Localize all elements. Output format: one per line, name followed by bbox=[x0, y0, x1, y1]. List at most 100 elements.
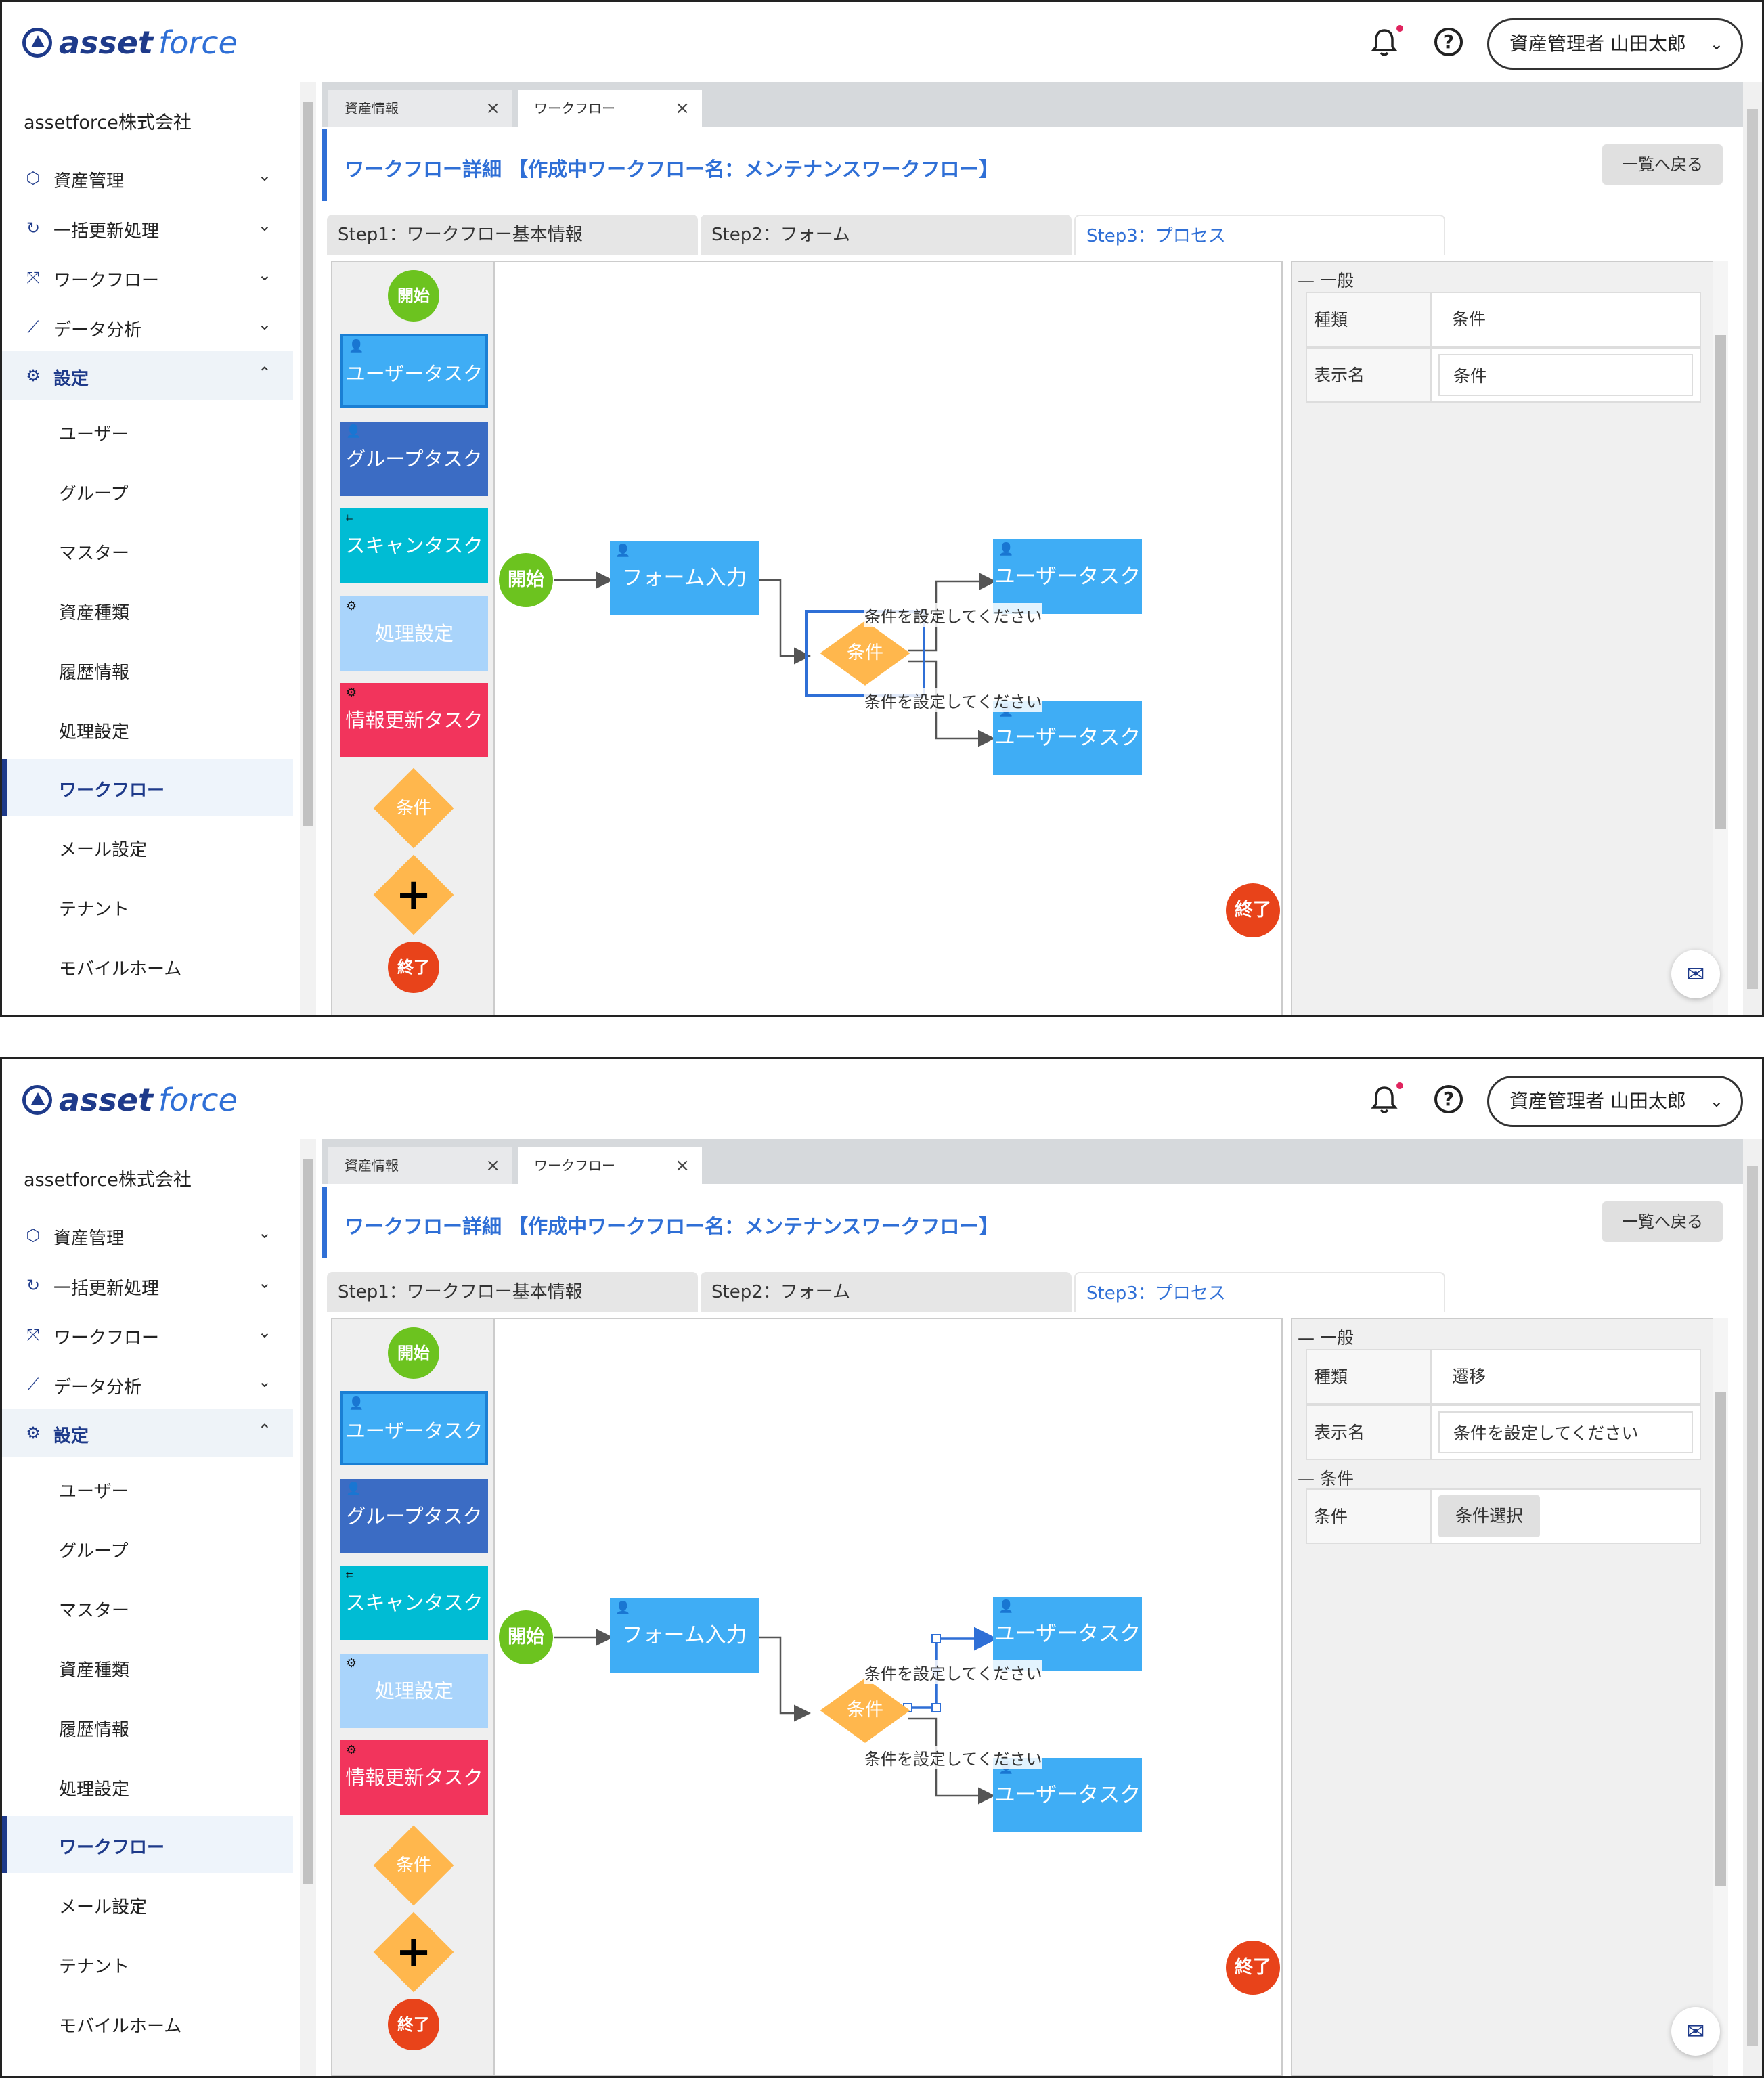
help-icon[interactable]: ? bbox=[1434, 1085, 1463, 1113]
sidebar-item-users[interactable]: ユーザー bbox=[2, 1460, 293, 1517]
tab-step3[interactable]: Step3：プロセス bbox=[1074, 215, 1445, 255]
help-icon[interactable]: ? bbox=[1434, 28, 1463, 56]
sidebar-item-process-settings[interactable]: 処理設定 bbox=[2, 701, 293, 757]
scrollbar-thumb[interactable] bbox=[303, 1159, 313, 1884]
flow-user-task-bottom[interactable]: 👤ユーザータスク bbox=[993, 1758, 1142, 1832]
palette-info-update-task[interactable]: ⚙情報更新タスク bbox=[340, 683, 488, 757]
scrollbar-thumb[interactable] bbox=[303, 102, 313, 826]
properties-scrollbar[interactable] bbox=[1713, 1318, 1728, 2076]
sidebar-item-mobile-home[interactable]: モバイルホーム bbox=[2, 937, 293, 994]
sidebar-scrollbar[interactable] bbox=[300, 82, 316, 1015]
flow-start-node[interactable]: 開始 bbox=[499, 553, 553, 607]
chat-icon[interactable]: ✉ bbox=[1671, 2007, 1720, 2056]
sidebar-item-tenant[interactable]: テナント bbox=[2, 1935, 293, 1992]
sidebar-group-data-analysis[interactable]: ⟋データ分析⌄ bbox=[2, 303, 293, 351]
sidebar-item-workflow[interactable]: ワークフロー bbox=[2, 1816, 293, 1873]
workflow-canvas[interactable]: 開始 👤フォーム入力 条件 👤ユーザータスク 👤ユーザータスク 条件を設定してく… bbox=[495, 262, 1283, 1015]
sidebar-item-tenant[interactable]: テナント bbox=[2, 878, 293, 935]
palette-start[interactable]: 開始 bbox=[388, 1327, 439, 1379]
edge-label-bottom[interactable]: 条件を設定してください bbox=[864, 1746, 1042, 1769]
sidebar-group-settings[interactable]: ⚙設定⌃ bbox=[2, 1409, 293, 1457]
sidebar-item-groups[interactable]: グループ bbox=[2, 1520, 293, 1576]
flow-end-node[interactable]: 終了 bbox=[1226, 1941, 1280, 1995]
palette-scan-task[interactable]: ⌗スキャンタスク bbox=[340, 508, 488, 583]
tab-step2[interactable]: Step2：フォーム bbox=[701, 1272, 1072, 1312]
edge-label-bottom[interactable]: 条件を設定してください bbox=[864, 688, 1042, 712]
palette-process-setting[interactable]: ⚙処理設定 bbox=[340, 596, 488, 671]
tab-step1[interactable]: Step1：ワークフロー基本情報 bbox=[327, 1272, 698, 1312]
palette-condition[interactable]: 条件 bbox=[366, 1825, 461, 1906]
palette-end[interactable]: 終了 bbox=[388, 942, 439, 993]
flow-form-input-node[interactable]: 👤フォーム入力 bbox=[610, 1598, 759, 1673]
palette-parallel-gateway[interactable]: + bbox=[366, 854, 461, 935]
chat-icon[interactable]: ✉ bbox=[1671, 950, 1720, 998]
tab-asset-info[interactable]: 資産情報× bbox=[328, 90, 512, 127]
flow-user-task-top[interactable]: 👤ユーザータスク bbox=[993, 539, 1142, 614]
sidebar-group-settings[interactable]: ⚙設定⌃ bbox=[2, 351, 293, 400]
condition-select-button[interactable]: 条件選択 bbox=[1438, 1495, 1540, 1537]
palette-start[interactable]: 開始 bbox=[388, 270, 439, 322]
sidebar-scrollbar[interactable] bbox=[300, 1139, 316, 2076]
edge-label-top-selected[interactable]: 条件を設定してください bbox=[864, 1660, 1042, 1684]
palette-parallel-gateway[interactable]: + bbox=[366, 1911, 461, 1993]
main-scrollbar[interactable] bbox=[1743, 1139, 1762, 2076]
tab-workflow[interactable]: ワークフロー× bbox=[518, 90, 702, 127]
sidebar-item-asset-types[interactable]: 資産種類 bbox=[2, 1639, 293, 1696]
palette-info-update-task[interactable]: ⚙情報更新タスク bbox=[340, 1740, 488, 1815]
sidebar-item-groups[interactable]: グループ bbox=[2, 462, 293, 519]
palette-condition[interactable]: 条件 bbox=[366, 768, 461, 849]
palette-scan-task[interactable]: ⌗スキャンタスク bbox=[340, 1566, 488, 1640]
edge-label-top[interactable]: 条件を設定してください bbox=[864, 603, 1042, 627]
sidebar-item-asset-types[interactable]: 資産種類 bbox=[2, 581, 293, 638]
tab-asset-info[interactable]: 資産情報× bbox=[328, 1147, 512, 1184]
sidebar-group-workflow[interactable]: ⤧ワークフロー⌄ bbox=[2, 1310, 293, 1359]
flow-end-node[interactable]: 終了 bbox=[1226, 883, 1280, 937]
palette-user-task[interactable]: 👤ユーザータスク bbox=[340, 334, 488, 408]
display-name-input[interactable]: 条件を設定してください bbox=[1438, 1411, 1693, 1453]
properties-scrollbar[interactable] bbox=[1713, 261, 1728, 1015]
sidebar-item-master[interactable]: マスター bbox=[2, 1579, 293, 1636]
sidebar-group-asset-management[interactable]: ⬡資産管理⌄ bbox=[2, 154, 293, 202]
back-to-list-button[interactable]: 一覧へ戻る bbox=[1602, 1201, 1723, 1242]
sidebar-item-process-settings[interactable]: 処理設定 bbox=[2, 1758, 293, 1815]
sidebar-group-bulk-update[interactable]: ↻一括更新処理⌄ bbox=[2, 1261, 293, 1310]
sidebar-group-data-analysis[interactable]: ⟋データ分析⌄ bbox=[2, 1360, 293, 1409]
back-to-list-button[interactable]: 一覧へ戻る bbox=[1602, 144, 1723, 185]
palette-group-task[interactable]: 👤グループタスク bbox=[340, 422, 488, 496]
tab-step2[interactable]: Step2：フォーム bbox=[701, 215, 1072, 255]
sidebar-item-history[interactable]: 履歴情報 bbox=[2, 641, 293, 698]
sidebar-item-history[interactable]: 履歴情報 bbox=[2, 1698, 293, 1755]
sidebar-group-bulk-update[interactable]: ↻一括更新処理⌄ bbox=[2, 204, 293, 252]
palette-end[interactable]: 終了 bbox=[388, 1999, 439, 2050]
flow-condition-node-selected[interactable]: 条件 bbox=[805, 610, 925, 697]
close-icon[interactable]: × bbox=[675, 98, 690, 118]
user-menu-button[interactable]: 資産管理者 山田太郎⌄ bbox=[1487, 18, 1743, 70]
palette-user-task[interactable]: 👤ユーザータスク bbox=[340, 1391, 488, 1465]
notification-bell-icon[interactable] bbox=[1371, 28, 1398, 58]
sidebar-item-mobile-home[interactable]: モバイルホーム bbox=[2, 1995, 293, 2052]
tab-workflow[interactable]: ワークフロー× bbox=[518, 1147, 702, 1184]
flow-user-task-top[interactable]: 👤ユーザータスク bbox=[993, 1597, 1142, 1671]
sidebar-item-users[interactable]: ユーザー bbox=[2, 403, 293, 460]
workflow-canvas[interactable]: 開始 👤フォーム入力 条件 👤ユーザータスク 👤ユーザータスク 条件を設定してく… bbox=[495, 1319, 1283, 2075]
flow-start-node[interactable]: 開始 bbox=[499, 1610, 553, 1664]
display-name-input[interactable]: 条件 bbox=[1438, 354, 1693, 396]
close-icon[interactable]: × bbox=[485, 98, 500, 118]
sidebar-item-mail-settings[interactable]: メール設定 bbox=[2, 818, 293, 875]
flow-user-task-bottom[interactable]: 👤ユーザータスク bbox=[993, 701, 1142, 775]
tab-step3[interactable]: Step3：プロセス bbox=[1074, 1272, 1445, 1312]
sidebar-item-workflow[interactable]: ワークフロー bbox=[2, 759, 293, 816]
tab-step1[interactable]: Step1：ワークフロー基本情報 bbox=[327, 215, 698, 255]
sidebar-item-master[interactable]: マスター bbox=[2, 522, 293, 579]
scrollbar-thumb[interactable] bbox=[1747, 1166, 1758, 2046]
scrollbar-thumb[interactable] bbox=[1715, 335, 1726, 829]
sidebar-group-workflow[interactable]: ⤧ワークフロー⌄ bbox=[2, 253, 293, 302]
palette-process-setting[interactable]: ⚙処理設定 bbox=[340, 1654, 488, 1728]
scrollbar-thumb[interactable] bbox=[1715, 1392, 1726, 1886]
scrollbar-thumb[interactable] bbox=[1747, 109, 1758, 989]
sidebar-group-asset-management[interactable]: ⬡資産管理⌄ bbox=[2, 1211, 293, 1260]
flow-condition-node[interactable]: 条件 bbox=[808, 1670, 923, 1751]
sidebar-item-mail-settings[interactable]: メール設定 bbox=[2, 1876, 293, 1932]
